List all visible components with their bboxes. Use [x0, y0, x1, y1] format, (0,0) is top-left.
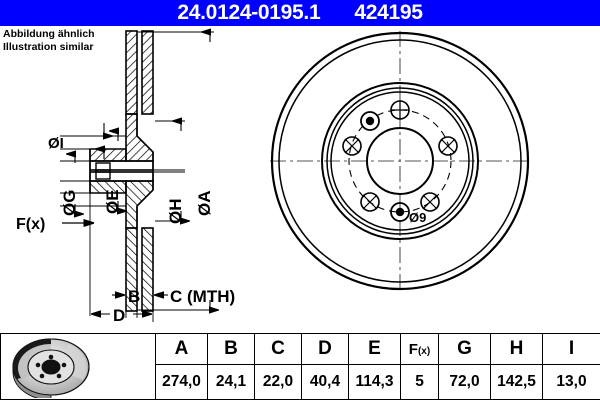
- front-view-group: Ø9: [270, 31, 530, 291]
- disc-outer-edge: [270, 31, 530, 291]
- bolt-hole: [420, 192, 440, 212]
- header-bar: 24.0124-0195.1 424195: [0, 0, 600, 26]
- table-header-row: A B C D E F(x) G H I: [0, 332, 600, 400]
- section-upper-hat: [89, 113, 154, 162]
- section-extension-lines: [60, 135, 185, 207]
- fx-sub: (x): [417, 345, 431, 357]
- dimension-dia-H: [155, 121, 185, 221]
- value-I: 13,0: [542, 364, 600, 400]
- col-header-G: G: [438, 332, 491, 366]
- value-B: 24,1: [207, 364, 255, 400]
- table-value-row: 274,0 24,1 22,0 40,4 114,3 5 72,0 142,5 …: [1, 364, 600, 400]
- bolt-hole: [360, 192, 380, 212]
- part-code: 24.0124-0195.1: [177, 1, 321, 24]
- note-line-en: Illustration similar: [3, 40, 94, 53]
- bolt-hole: [342, 136, 362, 156]
- label-D: D: [113, 306, 125, 325]
- value-E: 114,3: [348, 364, 401, 400]
- value-D: 40,4: [301, 364, 349, 400]
- locating-hole: [360, 111, 380, 131]
- col-header-Fx: F(x): [400, 332, 439, 366]
- col-header-I: I: [542, 332, 600, 366]
- label-dia-G: ØG: [60, 190, 79, 216]
- cross-section-group: ØI ØG ØE F(x): [16, 31, 235, 325]
- disc-hat-ring-3: [330, 91, 470, 231]
- article-number: 424195: [354, 1, 423, 24]
- col-header-A: A: [155, 332, 208, 366]
- label-dia-I: ØI: [48, 135, 64, 152]
- specification-table: A B C D E F(x) G H I 274,0 24,1 22,0 40,…: [0, 332, 600, 400]
- col-header-D: D: [301, 332, 349, 366]
- col-header-B: B: [207, 332, 255, 366]
- bolt-hole: [438, 136, 458, 156]
- section-upper-cheek-inner: [141, 30, 154, 115]
- note-line-de: Abbildung ähnlich: [3, 28, 95, 40]
- disc-thumbnail-cell: [0, 333, 156, 400]
- disc-friction-edge: [278, 39, 522, 283]
- label-fx: F(x): [16, 216, 45, 233]
- disc-center-bore: [366, 127, 434, 195]
- value-H: 142,5: [490, 364, 543, 400]
- value-G: 72,0: [438, 364, 491, 400]
- bolt-circle: [348, 109, 452, 213]
- label-dia-E: ØE: [103, 189, 122, 214]
- illustration-note: Abbildung ähnlich Illustration similar: [3, 28, 95, 53]
- technical-drawing: ØI ØG ØE F(x): [0, 26, 600, 326]
- front-view-centerlines: [270, 31, 530, 291]
- bolt-hole: [390, 100, 410, 120]
- disc-hat-ring-2: [326, 87, 474, 235]
- section-bore-lines: [89, 114, 154, 228]
- locating-hole-labeled: [390, 202, 410, 222]
- section-lower-cheek-inner: [141, 227, 154, 312]
- brake-disc-photo: [12, 338, 90, 398]
- col-header-C: C: [254, 332, 302, 366]
- value-C: 22,0: [254, 364, 302, 400]
- value-Fx: 5: [400, 364, 439, 400]
- dimension-bottom-lines: [89, 193, 154, 322]
- label-C: C (MTH): [170, 287, 235, 306]
- col-header-H: H: [490, 332, 543, 366]
- value-A: 274,0: [155, 364, 208, 400]
- label-B: B: [128, 287, 140, 306]
- fx-main: F: [408, 340, 418, 358]
- label-dia-A: ØA: [195, 191, 214, 217]
- disc-hat-outer-ring: [321, 82, 479, 240]
- section-upper-cheek-outer: [125, 30, 138, 115]
- label-dia-9: Ø9: [409, 210, 426, 225]
- label-dia-H: ØH: [166, 199, 185, 225]
- dimension-dia-A: [137, 32, 214, 310]
- col-header-E: E: [348, 332, 401, 366]
